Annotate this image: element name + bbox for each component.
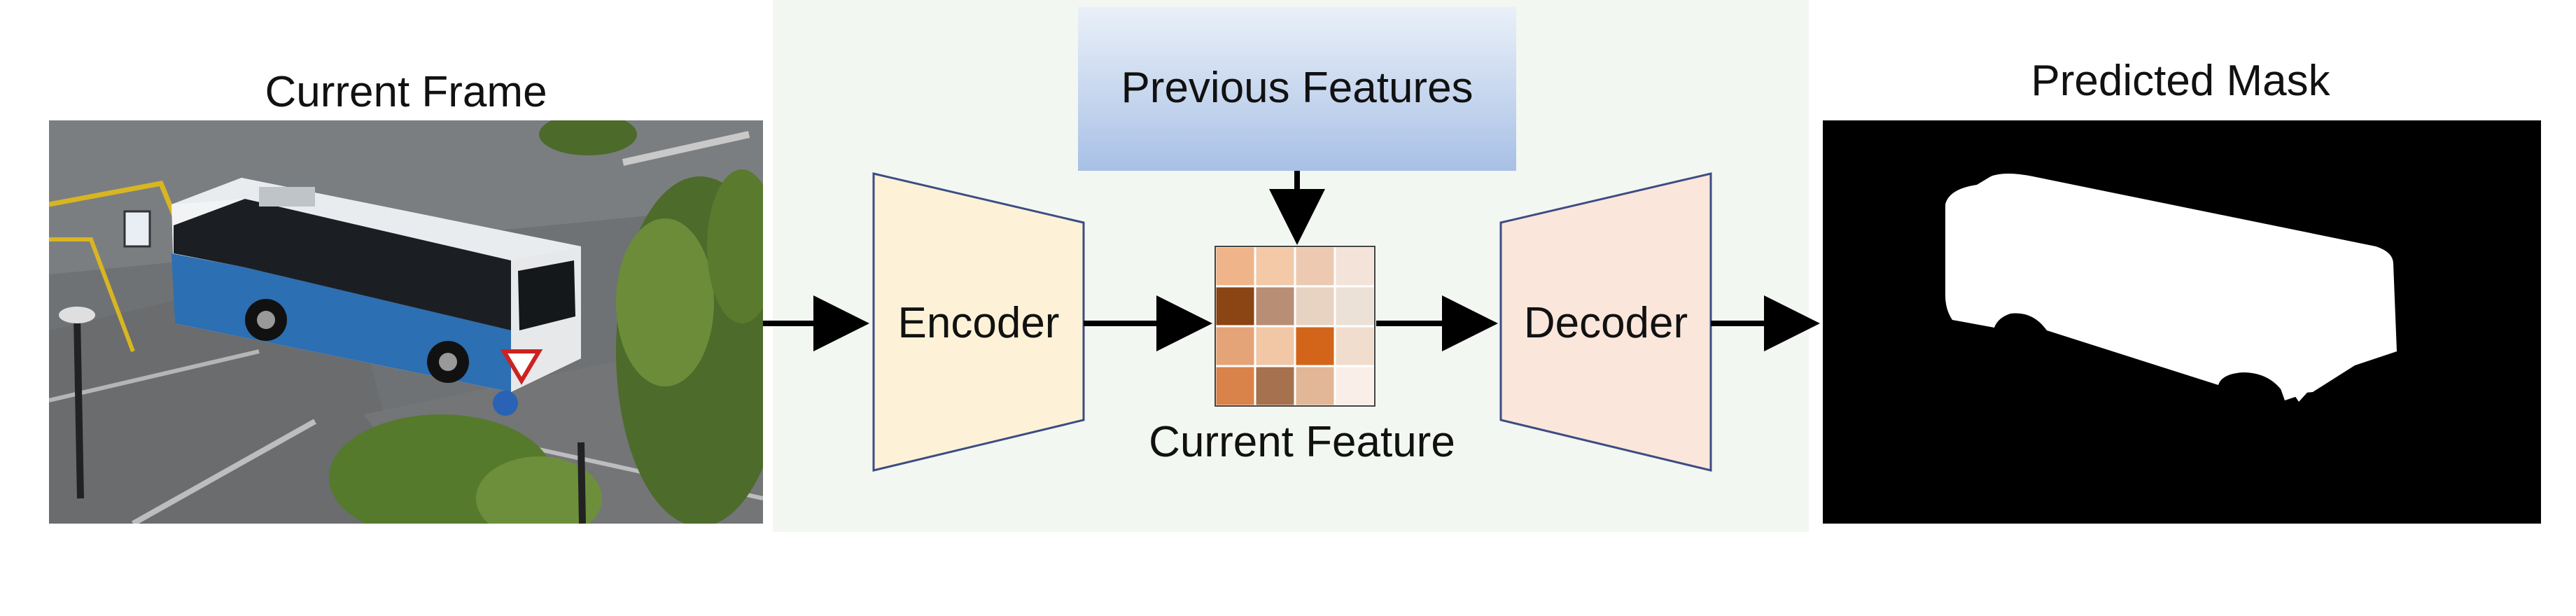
feature-cell (1214, 365, 1256, 407)
predicted-mask-image (1823, 120, 2541, 524)
decoder-label: Decoder (1524, 299, 1688, 347)
feature-cell (1254, 365, 1296, 407)
feature-cell (1334, 325, 1376, 368)
feature-cell (1334, 285, 1376, 328)
feature-cell (1334, 365, 1376, 407)
encoder-block (872, 172, 1085, 472)
feature-cell (1254, 245, 1296, 288)
feature-grid-border (1214, 246, 1376, 407)
feature-cell (1294, 365, 1336, 407)
feature-cell (1214, 285, 1256, 328)
bus-mask-silhouette (1945, 174, 2397, 395)
encoder-label: Encoder (898, 299, 1060, 347)
feature-cell (1214, 325, 1256, 368)
feature-cell (1294, 325, 1336, 368)
feature-cell (1294, 285, 1336, 328)
feature-cell (1254, 325, 1296, 368)
feature-cell (1334, 245, 1376, 288)
decoder-block (1499, 172, 1712, 472)
current-frame-image (49, 120, 763, 524)
current-feature-grid (1214, 245, 1376, 407)
previous-features-label: Previous Features (1121, 64, 1474, 112)
feature-cell (1254, 285, 1296, 328)
current-frame-title: Current Frame (265, 68, 547, 116)
feature-cell (1294, 245, 1336, 288)
feature-cell (1214, 245, 1256, 288)
previous-features-box (1078, 7, 1516, 171)
current-feature-label: Current Feature (1149, 418, 1455, 466)
predicted-mask-title: Predicted Mask (2031, 57, 2330, 105)
